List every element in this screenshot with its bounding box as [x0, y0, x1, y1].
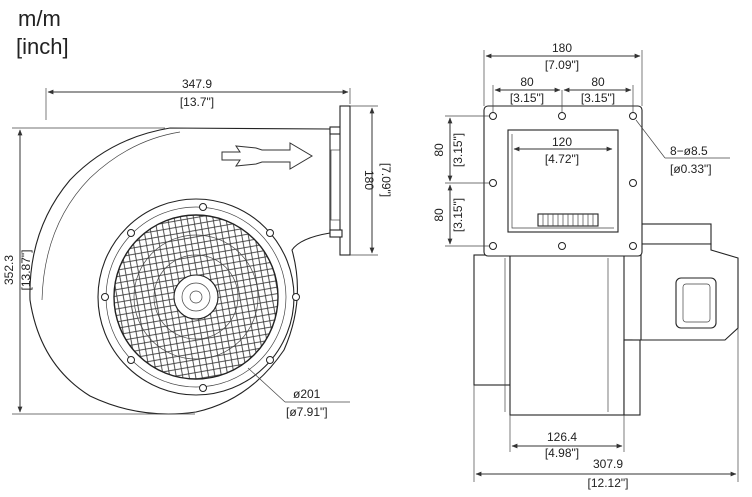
holes-leader	[635, 119, 666, 159]
outlet-lip-bottom	[329, 229, 343, 238]
inlet-dia-mm-label: ø201	[293, 387, 321, 401]
pitch-left-mm-label: 80	[520, 75, 534, 89]
motor-top	[640, 223, 712, 245]
units-inch: [inch]	[16, 34, 69, 59]
opening-in-label: [4.72"]	[545, 152, 579, 166]
overall-mm-label: 307.9	[593, 457, 623, 471]
motor-hub-inner	[181, 282, 211, 312]
outlet-mm-label: 180	[362, 170, 376, 190]
motor-window	[675, 277, 717, 329]
housing-right-part	[623, 339, 641, 416]
flange-in-label: [7.09"]	[545, 58, 579, 72]
motor-hub	[173, 274, 219, 320]
opening-inner	[511, 134, 614, 229]
pitch-left-in-label: [3.15"]	[510, 91, 544, 105]
vpitch-top-in-label: [3.15"]	[451, 133, 465, 167]
inlet-dia-in-label: [ø7.91"]	[286, 405, 328, 419]
height-in-label: [13.87"]	[19, 250, 33, 291]
housing-mm-label: 126.4	[547, 430, 577, 444]
width-mm-label: 347.9	[182, 77, 212, 91]
flange-holes	[489, 112, 637, 250]
holes-mm-label: 8−ø8.5	[670, 144, 708, 158]
scroll-inner-line	[41, 131, 181, 301]
motor-window-inner	[682, 283, 711, 323]
grill-rings	[133, 234, 259, 360]
holes-in-label: [ø0.33"]	[670, 162, 712, 176]
housing-left-part	[473, 254, 511, 386]
front-view: 180 [7.09"] 80 [3.15"] 80 [3.15"] 120 [4…	[432, 41, 739, 490]
vpitch-top-mm-label: 80	[432, 143, 446, 157]
side-view: 347.9 [13.7"] 352.3 [13.87"] 180 [7.09"]…	[2, 77, 393, 419]
pitch-right-mm-label: 80	[591, 75, 605, 89]
units-mm: m/m	[18, 6, 61, 31]
height-mm-label: 352.3	[2, 255, 16, 285]
inlet-dia-leader	[247, 367, 286, 403]
housing-main	[509, 254, 625, 416]
outlet-in-label: [7.09"]	[379, 163, 393, 197]
vpitch-bot-mm-label: 80	[432, 208, 446, 222]
ring-screws	[101, 203, 300, 392]
opening-mm-label: 120	[552, 135, 572, 149]
airflow-arrow	[221, 142, 313, 170]
width-in-label: [13.7"]	[180, 95, 214, 109]
motor-hub-center	[189, 290, 203, 304]
overall-in-label: [12.12"]	[588, 476, 629, 490]
housing-in-label: [4.98"]	[545, 446, 579, 460]
flange-mm-label: 180	[552, 41, 572, 55]
damper-fins	[542, 214, 594, 226]
outlet-face	[330, 149, 341, 221]
pitch-right-in-label: [3.15"]	[581, 91, 615, 105]
vpitch-bot-in-label: [3.15"]	[451, 198, 465, 232]
